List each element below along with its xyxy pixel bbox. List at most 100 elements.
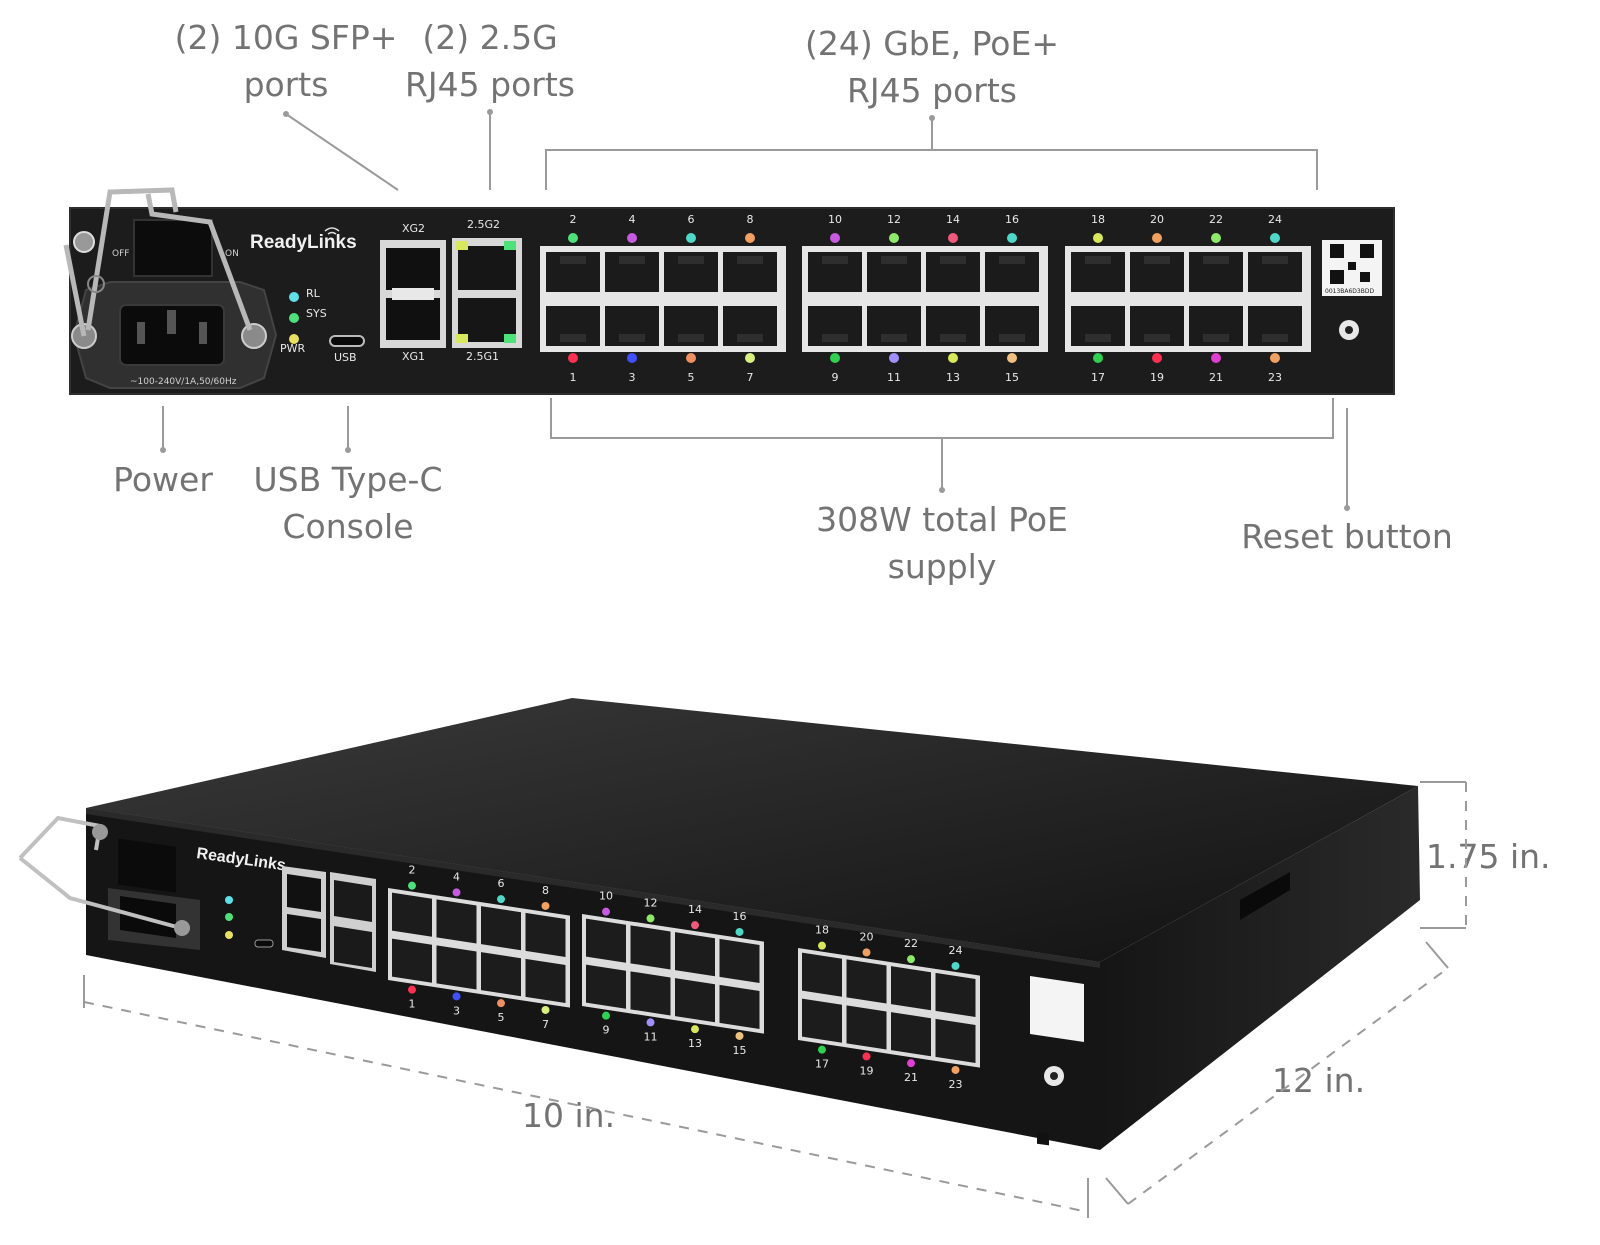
dimension-height: 1.75 in. [1426, 837, 1551, 876]
rj45-port-22[interactable] [891, 966, 931, 1011]
port-latch [999, 334, 1025, 342]
port-number-label: 19 [1150, 371, 1164, 384]
port-led [497, 999, 505, 1008]
port-led [948, 353, 958, 363]
rj45-port-3[interactable] [436, 945, 477, 990]
port-led [830, 353, 840, 363]
rj45-port-23[interactable] [935, 1018, 976, 1063]
rj45-port-14[interactable] [675, 932, 715, 977]
port-led [745, 233, 755, 243]
callout-reset-button: Reset button [1241, 517, 1453, 556]
rj45-port-18[interactable] [802, 952, 842, 997]
rj45-port-20[interactable] [846, 959, 887, 1004]
leader-lines [160, 109, 1350, 511]
port-led [889, 233, 899, 243]
port-led [408, 881, 416, 890]
callout-sfp-ports: (2) 10G SFP+ ports [174, 18, 398, 104]
port-latch [1085, 256, 1111, 264]
led-rl [289, 292, 299, 302]
port-latch [881, 334, 907, 342]
rj45-port-11[interactable] [630, 971, 671, 1016]
rj45-port-24[interactable] [935, 972, 976, 1017]
port-led [602, 907, 610, 916]
port-led [830, 233, 840, 243]
port-number-label: 17 [815, 1058, 829, 1071]
rj45-port-6[interactable] [481, 906, 521, 951]
port-latch [678, 256, 704, 264]
port-led [691, 921, 699, 930]
port-number-label: 24 [1268, 213, 1282, 226]
port-number-label: 15 [1005, 371, 1019, 384]
sfp-port-xg2[interactable] [386, 248, 440, 290]
port-led [948, 233, 958, 243]
rj45-port-8[interactable] [525, 912, 566, 957]
svg-text:RL: RL [306, 287, 321, 300]
port-latch [1262, 334, 1288, 342]
port-led [452, 992, 461, 1001]
rj45-port-25g2[interactable] [458, 246, 516, 290]
rj45-port-7[interactable] [525, 958, 566, 1003]
rj45-port-9[interactable] [586, 964, 626, 1009]
port-latch [678, 334, 704, 342]
rj45-port-5[interactable] [481, 952, 521, 997]
rj45-port-19[interactable] [846, 1005, 887, 1050]
port-latch [1203, 256, 1229, 264]
port-number-label: 16 [733, 910, 747, 923]
svg-text:2.5G1: 2.5G1 [466, 350, 499, 363]
serial-number: 0013BA6D3BDD [1325, 288, 1374, 295]
port-led [686, 353, 696, 363]
rj45-port-4[interactable] [436, 899, 477, 944]
usb-c-console-port[interactable]: USB [329, 335, 365, 364]
port-number-label: 8 [747, 213, 754, 226]
port-latch [619, 334, 645, 342]
port-number-label: 17 [1091, 371, 1105, 384]
port-number-label: 12 [887, 213, 901, 226]
port-number-label: 22 [1209, 213, 1223, 226]
port-led [1093, 233, 1103, 243]
rj45-port-1[interactable] [392, 938, 432, 983]
port-latch [619, 256, 645, 264]
svg-text:XG2: XG2 [402, 222, 425, 235]
port-number-label: 3 [629, 371, 636, 384]
port-led [951, 961, 960, 970]
port-led [907, 955, 915, 964]
port-led [818, 1045, 826, 1054]
port-led [735, 1031, 744, 1040]
port-led [541, 1005, 550, 1014]
rj45-port-10[interactable] [586, 918, 626, 963]
power-socket: ~100-240V/1A,50/60Hz [71, 281, 278, 389]
port-led [691, 1025, 699, 1034]
dimension-depth: 12 in. [1272, 1061, 1366, 1100]
rj45-port-21[interactable] [891, 1012, 931, 1057]
rj45-port-12[interactable] [630, 925, 671, 970]
port-led [1270, 353, 1280, 363]
power-switch[interactable]: OFF ON [112, 219, 239, 277]
port-number-label: 5 [688, 371, 695, 384]
port-number-label: 24 [949, 944, 963, 957]
port-led [907, 1059, 915, 1068]
rj45-port-13[interactable] [675, 978, 715, 1023]
rj45-port-16[interactable] [719, 938, 760, 983]
svg-text:SYS: SYS [306, 307, 327, 320]
port-latch [822, 256, 848, 264]
reset-button[interactable] [1339, 320, 1359, 340]
port-led [1211, 353, 1221, 363]
sfp-port-xg1[interactable] [386, 298, 440, 340]
port-latch [1144, 256, 1170, 264]
rj45-port-17[interactable] [802, 998, 842, 1043]
rj45-port-2[interactable] [392, 892, 432, 937]
port-number-label: 14 [688, 903, 702, 916]
port-led [1007, 353, 1017, 363]
port-number-label: 13 [946, 371, 960, 384]
port-latch [822, 334, 848, 342]
port-number-label: 9 [603, 1024, 610, 1037]
port-number-label: 23 [1268, 371, 1282, 384]
rj45-port-15[interactable] [719, 984, 760, 1029]
port-number-label: 4 [453, 870, 460, 883]
port-led [862, 948, 871, 957]
svg-text:USB: USB [334, 351, 357, 364]
port-led [862, 1052, 871, 1061]
port-latch [940, 334, 966, 342]
